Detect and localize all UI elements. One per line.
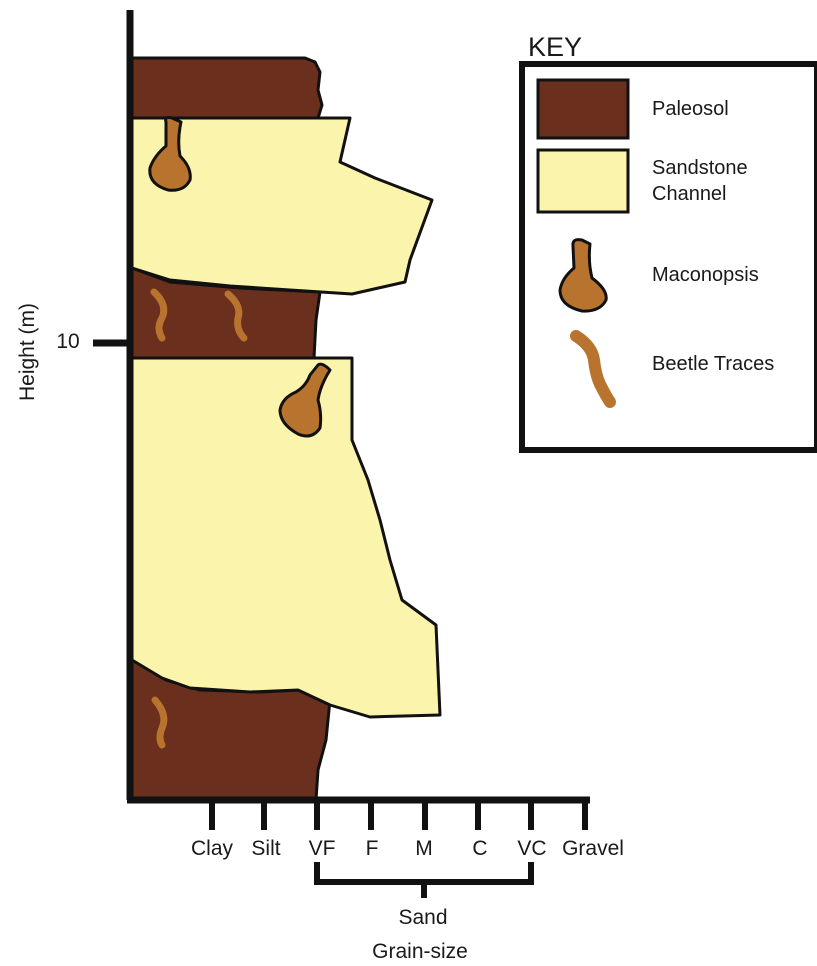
key-label-beetle-traces: Beetle Traces [652, 353, 774, 375]
key-legend: KEY Paleosol Sandstone Channel Maconopsi… [522, 32, 817, 450]
grain-label-f: F [366, 837, 379, 860]
grain-size-axis-label: Grain-size [372, 940, 468, 963]
sandstone-swatch-icon [538, 150, 628, 212]
grain-label-gravel: Gravel [562, 837, 624, 860]
sand-group-label: Sand [398, 906, 447, 929]
key-label-sandstone-line2: Channel [652, 183, 727, 205]
grain-label-m: M [415, 837, 433, 860]
key-title: KEY [528, 32, 582, 62]
grain-label-vf: VF [309, 837, 336, 860]
key-label-paleosol: Paleosol [652, 98, 729, 120]
grain-size-labels: Clay Silt VF F M C VC Gravel [191, 837, 624, 860]
key-label-sandstone-line1: Sandstone [652, 157, 748, 179]
paleosol-layer-top [132, 58, 322, 118]
grain-label-clay: Clay [191, 837, 234, 860]
sand-bracket [317, 862, 531, 898]
height-axis-label: Height (m) [16, 303, 39, 401]
paleosol-swatch-icon [538, 80, 628, 138]
grain-label-c: C [472, 837, 487, 860]
grain-size-ticks [212, 800, 585, 830]
height-tick-label: 10 [56, 330, 79, 353]
key-label-maconopsis: Maconopsis [652, 264, 759, 286]
grain-label-vc: VC [517, 837, 546, 860]
grain-label-silt: Silt [251, 837, 280, 860]
